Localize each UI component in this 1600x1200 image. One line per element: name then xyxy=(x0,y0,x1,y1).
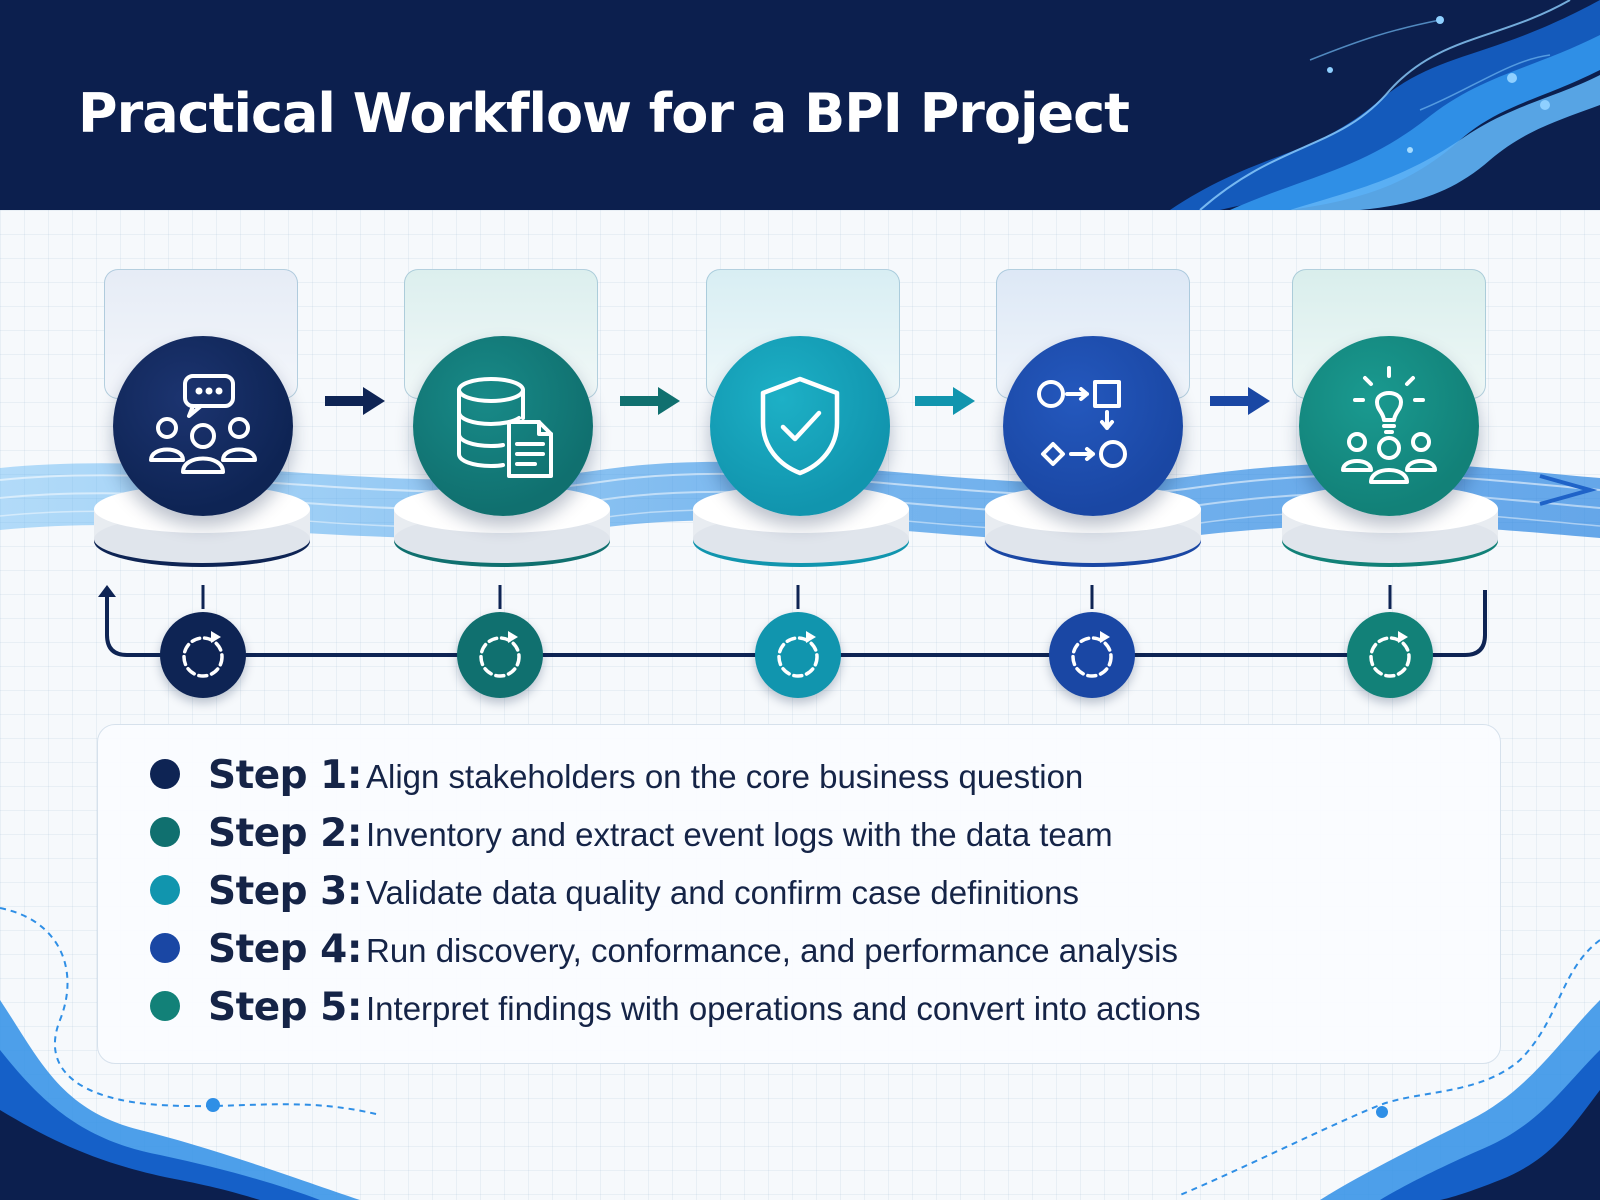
cycle-refresh-icon xyxy=(777,631,819,678)
step-1-description: Align stakeholders on the core business … xyxy=(366,758,1084,795)
steps-list-panel: Step 1: Align stakeholders on the core b… xyxy=(97,724,1501,1064)
flow-arrow-1-2 xyxy=(325,387,385,415)
step-2-row: Step 2: Inventory and extract event logs… xyxy=(98,807,1502,857)
step-5-label: Step 5: xyxy=(208,985,362,1030)
step-5-circle xyxy=(1299,336,1479,516)
step-4-row: Step 4: Run discovery, conformance, and … xyxy=(98,923,1502,973)
cycle-refresh-icon xyxy=(479,631,521,678)
step-1-bullet xyxy=(150,759,180,789)
step-1-row: Step 1: Align stakeholders on the core b… xyxy=(98,749,1502,799)
step-5-row: Step 5: Interpret findings with operatio… xyxy=(98,981,1502,1031)
step-3-description: Validate data quality and confirm case d… xyxy=(366,874,1079,911)
cycle-refresh-icon xyxy=(1369,631,1411,678)
step-5-bullet xyxy=(150,991,180,1021)
step-4-iteration-node xyxy=(1049,612,1135,698)
step-2-description: Inventory and extract event logs with th… xyxy=(366,816,1113,853)
step-3-iteration-node xyxy=(755,612,841,698)
step-2-iteration-node xyxy=(457,612,543,698)
shield-check-icon xyxy=(760,376,840,476)
step-3-bullet xyxy=(150,875,180,905)
step-1-circle xyxy=(113,336,293,516)
step-3-circle xyxy=(710,336,890,516)
process-flow-icon xyxy=(1037,380,1127,468)
step-3-label: Step 3: xyxy=(208,869,362,914)
step-3-row: Step 3: Validate data quality and confir… xyxy=(98,865,1502,915)
flow-arrow-2-3 xyxy=(620,387,680,415)
step-5-description: Interpret findings with operations and c… xyxy=(366,990,1201,1027)
step-1-iteration-node xyxy=(160,612,246,698)
step-4-description: Run discovery, conformance, and performa… xyxy=(366,932,1178,969)
header-wave-decoration xyxy=(1170,0,1600,210)
step-2-bullet xyxy=(150,817,180,847)
step-4-bullet xyxy=(150,933,180,963)
bottom-wave-decoration xyxy=(0,907,1600,1200)
flow-arrow-4-5 xyxy=(1210,387,1270,415)
stakeholders-chat-icon xyxy=(149,374,257,474)
header-banner: Practical Workflow for a BPI Project xyxy=(0,0,1600,210)
step-5-iteration-node xyxy=(1347,612,1433,698)
flow-arrow-3-4 xyxy=(915,387,975,415)
step-2-label: Step 2: xyxy=(208,811,362,856)
cycle-refresh-icon xyxy=(1071,631,1113,678)
step-4-label: Step 4: xyxy=(208,927,362,972)
page-title: Practical Workflow for a BPI Project xyxy=(78,82,1130,145)
database-document-icon xyxy=(457,377,553,478)
idea-team-icon xyxy=(1341,366,1437,484)
cycle-refresh-icon xyxy=(182,631,224,678)
step-4-circle xyxy=(1003,336,1183,516)
step-2-circle xyxy=(413,336,593,516)
step-1-label: Step 1: xyxy=(208,753,362,798)
